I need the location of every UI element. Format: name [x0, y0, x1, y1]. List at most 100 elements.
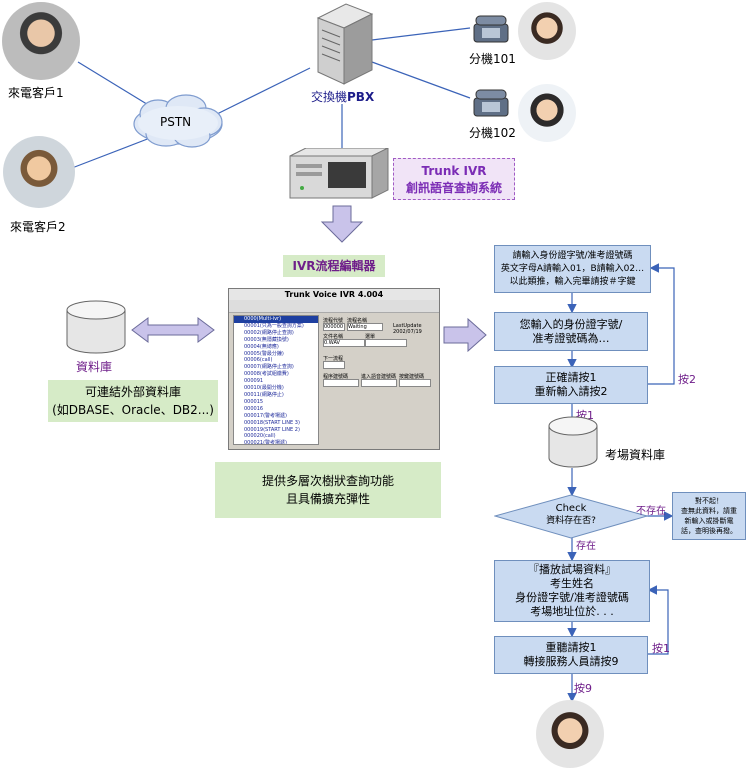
sorry-message: 對不起！ 查無此資料，請重 新輸入或掛斷電 話，查明後再撥。: [672, 492, 746, 540]
col-label-1: 程序建號碼: [323, 374, 349, 380]
flow-step-confirm-id: 您輸入的身份證字號/ 准考證號碼為…: [494, 312, 648, 351]
sorry-line2: 查無此資料，請重: [681, 507, 737, 515]
last-update-label: LastUpdate: [393, 323, 422, 329]
press1-label-b: 按1: [652, 642, 670, 655]
service-agent-avatar: [536, 700, 604, 768]
flow-step-play-info: 『播放試場資料』 考生姓名 身份證字號/准考證號碼 考場地址位於. . .: [494, 560, 650, 622]
caller2-avatar: [3, 136, 75, 208]
flow-step-correct: 正確請按1 重新輸入請按2: [494, 366, 648, 404]
tree-item[interactable]: 000018(START LINE 3): [244, 419, 300, 426]
step3-line1: 正確請按1: [545, 371, 597, 384]
press2-label: 按2: [678, 373, 696, 386]
ext102-label: 分機102: [469, 126, 516, 140]
exists-label: 存在: [576, 541, 596, 552]
field-label-next: 下一流程: [323, 356, 344, 362]
database-note-line2: (如DBASE、Oracle、DB2...): [52, 403, 214, 417]
tree-item[interactable]: 000016: [244, 405, 264, 412]
pbx-label: 交換機PBX: [311, 88, 374, 105]
tree-item[interactable]: 00008(考試組繳費): [244, 371, 289, 378]
sorry-line1: 對不起！: [695, 497, 723, 505]
caller1-label: 來電客戶1: [8, 86, 64, 100]
play-line1: 『播放試場資料』: [528, 563, 616, 576]
col-label-3: 按鍵建號碼: [399, 374, 425, 380]
tree-item[interactable]: 00003(無隱藏換號): [244, 336, 289, 343]
play-line4: 考場地址位於. . .: [530, 605, 614, 618]
field-extra-input[interactable]: [365, 339, 407, 347]
field-file-select[interactable]: 0.WAV: [323, 339, 365, 347]
check-decision-diamond: [494, 494, 648, 539]
sorry-line3: 新輸入或掛斷電: [684, 517, 734, 525]
caller2-label: 來電客戶2: [10, 220, 66, 234]
step3-line2: 重新輸入請按2: [534, 385, 608, 398]
ivr-server-icon: [289, 148, 389, 199]
trunk-ivr-title: Trunk IVR: [421, 164, 487, 178]
field-name-input[interactable]: Waiting: [347, 323, 383, 331]
tree-item[interactable]: 000020(call): [244, 433, 276, 440]
agent1-avatar: [518, 2, 576, 60]
step1-line1: 請輸入身份證字號/准考證號碼: [512, 250, 633, 261]
tree-item[interactable]: 0000(Multi-ivr): [234, 316, 318, 323]
play-line2: 考生姓名: [550, 577, 594, 590]
pbx-label-prefix: 交換機: [311, 90, 348, 104]
tree-item[interactable]: 000021(警考場遞): [244, 440, 287, 445]
step1-line3: 以此類推，輸入完畢請按＃字鍵: [509, 276, 636, 287]
press9-label: 按9: [574, 682, 592, 695]
process-panel: 流程代號 流程名稱 000000 Waiting LastUpdate 2002…: [321, 315, 433, 443]
col-input-2[interactable]: [361, 379, 397, 387]
exam-db-label: 考場資料庫: [605, 448, 666, 462]
tree-item[interactable]: 000019(START LINE 2): [244, 426, 300, 433]
process-tree[interactable]: 0000(Multi-ivr)00001(只為一般查詢方案)00002(網路停止…: [233, 315, 319, 445]
sorry-line4: 話，查明後再撥。: [681, 527, 737, 535]
field-code-input[interactable]: 000000: [323, 323, 345, 331]
step2-line1: 您輸入的身份證字號/: [519, 317, 623, 331]
network-lines: [71, 27, 471, 169]
tree-item[interactable]: 00007(網路停止查詢): [244, 364, 294, 371]
agent2-avatar: [518, 84, 576, 142]
ivr-editor-window[interactable]: Trunk Voice IVR 4.004 0000(Multi-ivr)000…: [228, 288, 440, 450]
tree-item[interactable]: 000015: [244, 398, 264, 405]
feature-note-line1: 提供多層次樹狀查詢功能: [261, 474, 394, 488]
last-update-value: 2002/07/19: [393, 329, 422, 335]
repeat-line2: 轉接服務人員請按9: [523, 655, 619, 668]
flow-lines: [567, 263, 675, 703]
play-line3: 身份證字號/准考證號碼: [515, 591, 629, 604]
database-icon: [66, 300, 126, 354]
not-exist-label: 不存在: [636, 506, 666, 517]
block-arrows: [131, 205, 487, 353]
database-note: 可連結外部資料庫 (如DBASE、Oracle、DB2...): [48, 380, 218, 422]
field-label-code: 流程代號: [323, 318, 344, 324]
pstn-label: PSTN: [160, 115, 192, 129]
step2-line2: 准考證號碼為…: [532, 331, 610, 345]
feature-note-line2: 且具備擴充彈性: [285, 492, 370, 506]
editor-title: IVR流程編輯器: [283, 255, 385, 277]
window-toolbar[interactable]: [229, 300, 439, 313]
ext101-label: 分機101: [469, 52, 516, 66]
col-input-3[interactable]: [399, 379, 431, 387]
tree-item[interactable]: 00006(call): [244, 357, 273, 364]
tree-item[interactable]: 00005(警最分鐘): [244, 350, 284, 357]
field-label-name: 流程名稱: [347, 318, 368, 324]
desk-phone-icon: [473, 89, 509, 117]
step1-line2: 英文字母A請輸入01，B請輸入02…: [500, 263, 645, 274]
trunk-ivr-subtitle: 創訊語音查詢系統: [405, 181, 502, 195]
tree-item[interactable]: 000091: [244, 378, 264, 385]
pbx-label-suffix: PBX: [347, 90, 375, 104]
exam-database-icon: [548, 416, 598, 468]
feature-note: 提供多層次樹狀查詢功能 且具備擴充彈性: [215, 462, 441, 518]
tree-item[interactable]: 00001(只為一般查詢方案): [244, 322, 304, 329]
field-next-input[interactable]: [323, 361, 345, 369]
tree-item[interactable]: 00002(網路停止查詢): [244, 329, 294, 336]
field-label-extra: 選單: [365, 334, 376, 340]
col-label-2: 進入語音建號碼: [361, 374, 397, 380]
tree-item[interactable]: 00010(最開分機): [244, 385, 284, 392]
tree-item[interactable]: 00004(無總應): [244, 343, 279, 350]
flow-step-input-id: 請輸入身份證字號/准考證號碼 英文字母A請輸入01，B請輸入02… 以此類推，輸…: [494, 245, 651, 293]
col-input-1[interactable]: [323, 379, 359, 387]
database-label: 資料庫: [76, 360, 113, 374]
tree-item[interactable]: 00011(網路停止): [244, 391, 284, 398]
check-line2: 資料存在否?: [546, 516, 596, 526]
window-title: Trunk Voice IVR 4.004: [229, 289, 439, 300]
repeat-line1: 重聽請按1: [545, 641, 597, 654]
tree-item[interactable]: 000017(警考場遞): [244, 412, 287, 419]
field-label-file: 文件名稱: [323, 334, 344, 340]
